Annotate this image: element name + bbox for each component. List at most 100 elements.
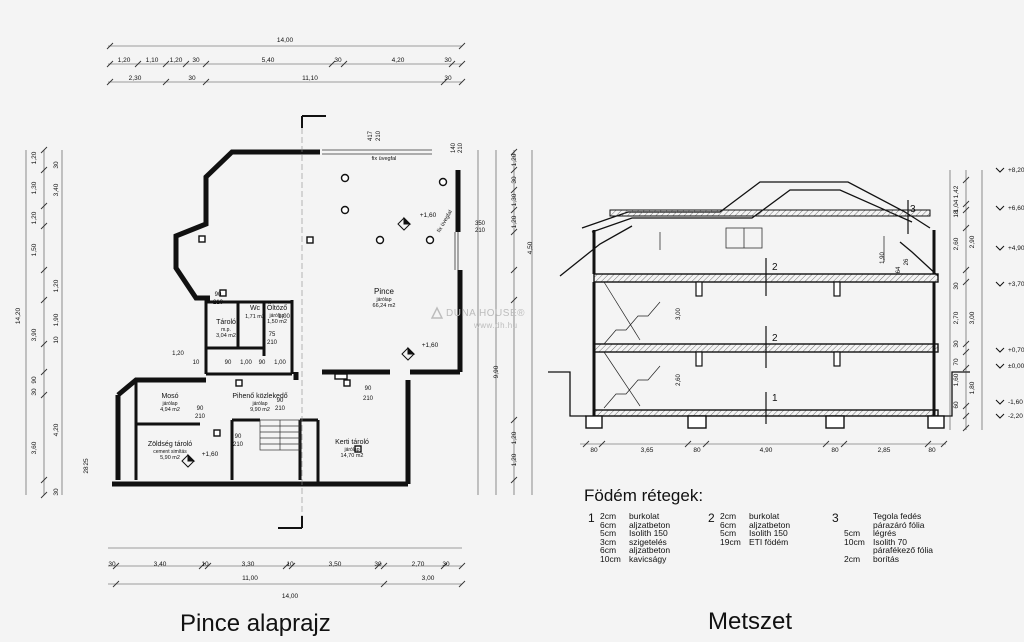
section-cut-marks <box>278 115 326 529</box>
section-dim-right: 1,42 <box>953 185 960 198</box>
door-label: 90 <box>365 386 372 392</box>
dim-tick <box>510 476 518 484</box>
dim-tick <box>962 206 970 214</box>
dim-tick <box>112 562 120 570</box>
dim-tick <box>40 202 48 210</box>
dim-tick <box>458 42 466 50</box>
layer-material: Isolith 150 <box>749 528 788 539</box>
dim-tick <box>380 580 388 588</box>
dim-right: 9,90 <box>493 365 500 378</box>
section-dim-bottom: 80 <box>928 447 936 454</box>
inner-dim: 10 <box>193 360 200 366</box>
round-columns <box>340 173 448 245</box>
dim-tick <box>924 440 932 448</box>
room-floor: m.p. <box>221 327 231 333</box>
door-label: 210 <box>363 396 374 402</box>
section-inner-dim: 2,60 <box>676 374 682 386</box>
section-dim-right: 60 <box>953 401 960 409</box>
dim-right: 1,20 <box>511 431 518 444</box>
layer-thickness: 2cm <box>844 553 861 564</box>
section-dim-right: 2,60 <box>953 237 960 250</box>
dim-tick <box>106 78 114 86</box>
dim-bottom-r1: 2,70 <box>412 561 425 568</box>
section-dimension-lines <box>580 170 983 445</box>
dim-tick <box>458 562 466 570</box>
inner-dim: 1,00 <box>240 360 252 366</box>
dim-top-total: 14,00 <box>277 37 294 44</box>
dim-tick <box>40 391 48 399</box>
room-area: 9,90 m2 <box>250 407 270 413</box>
dim-bottom-r1: 30 <box>374 561 382 568</box>
dim-top-r2: 2,30 <box>129 75 142 82</box>
dim-top-r2: 11,10 <box>302 75 318 82</box>
section-dim-right: 3,00 <box>969 311 976 324</box>
elevation-marker-icon <box>995 205 1005 211</box>
door-label: 350 <box>475 221 486 227</box>
dim-tick <box>380 562 388 570</box>
elevation-marker-icon <box>995 245 1005 251</box>
door-label: 210 <box>275 406 286 412</box>
door-label: 90 <box>215 292 222 298</box>
section-windows <box>659 227 885 262</box>
dim-left: 3,40 <box>53 183 60 196</box>
elevation-label: +4,90 <box>1008 245 1024 252</box>
dim-tick <box>510 148 518 156</box>
dim-tick <box>162 60 170 68</box>
room-name: Kerti tároló <box>335 439 369 446</box>
watermark-brand: DUNA HOUSE® <box>446 308 525 319</box>
section-dim-right: 1,80 <box>969 381 976 394</box>
dim-tick <box>962 200 970 208</box>
layer-thickness: 19cm <box>720 536 741 547</box>
layer-row: párazáró fólia <box>844 520 936 530</box>
dim-tick <box>448 60 456 68</box>
dim-left: 1,90 <box>53 313 60 326</box>
dim-left: 1,20 <box>53 279 60 292</box>
dim-bottom-r1: 30 <box>108 561 116 568</box>
room-floor: járólap <box>251 401 267 407</box>
dim-tick <box>962 340 970 348</box>
room-floor: járólap <box>343 447 359 453</box>
room-area: 14,70 m2 <box>341 453 364 459</box>
section-dim-right: 1,04 <box>953 199 960 212</box>
door-label: 210 <box>195 414 206 420</box>
dim-tick <box>510 228 518 236</box>
dim-left: 4,20 <box>53 423 60 436</box>
watermark-url: www.dh.hu <box>474 321 518 330</box>
layer-thickness: 5cm <box>600 528 617 539</box>
layer-row: párafékező fólia <box>844 546 936 555</box>
layer-material: kavicságy <box>629 553 667 564</box>
dim-left: 30 <box>53 161 60 169</box>
room-name: Zöldség tároló <box>148 441 192 448</box>
dim-tick <box>40 491 48 499</box>
door-label: 90 <box>277 398 284 404</box>
layer-material: Isolith 70 <box>873 536 908 547</box>
dim-tick <box>288 562 296 570</box>
dim-right: 1,20 <box>511 453 518 466</box>
layer-thickness: 6cm <box>600 545 617 556</box>
room-name: Pihenő közlekedő <box>232 393 287 400</box>
plan-caption: Pince alaprajz <box>180 610 331 637</box>
dim-right: 30 <box>511 176 518 184</box>
section-caption: Metszet <box>708 608 793 635</box>
section-inner-dim: 3,00 <box>676 308 682 320</box>
room-area: 4,94 m2 <box>160 407 180 413</box>
elevation-label: ±0,00 <box>1008 363 1024 370</box>
duna-house-logo-icon <box>430 306 444 319</box>
dim-tick <box>182 60 190 68</box>
door-label: 210 <box>458 142 464 153</box>
door-label: 90 <box>197 406 204 412</box>
layer-marker: 1 <box>772 393 778 404</box>
door-label: 90 <box>235 434 242 440</box>
elevation-marker-icon <box>995 363 1005 369</box>
section-columns <box>695 281 841 367</box>
level-markers <box>181 216 416 468</box>
dim-tick <box>112 580 120 588</box>
room-floor: járólap <box>268 313 284 319</box>
door-label: 210 <box>267 340 278 346</box>
elevation-label: -2,20 <box>1008 413 1023 420</box>
